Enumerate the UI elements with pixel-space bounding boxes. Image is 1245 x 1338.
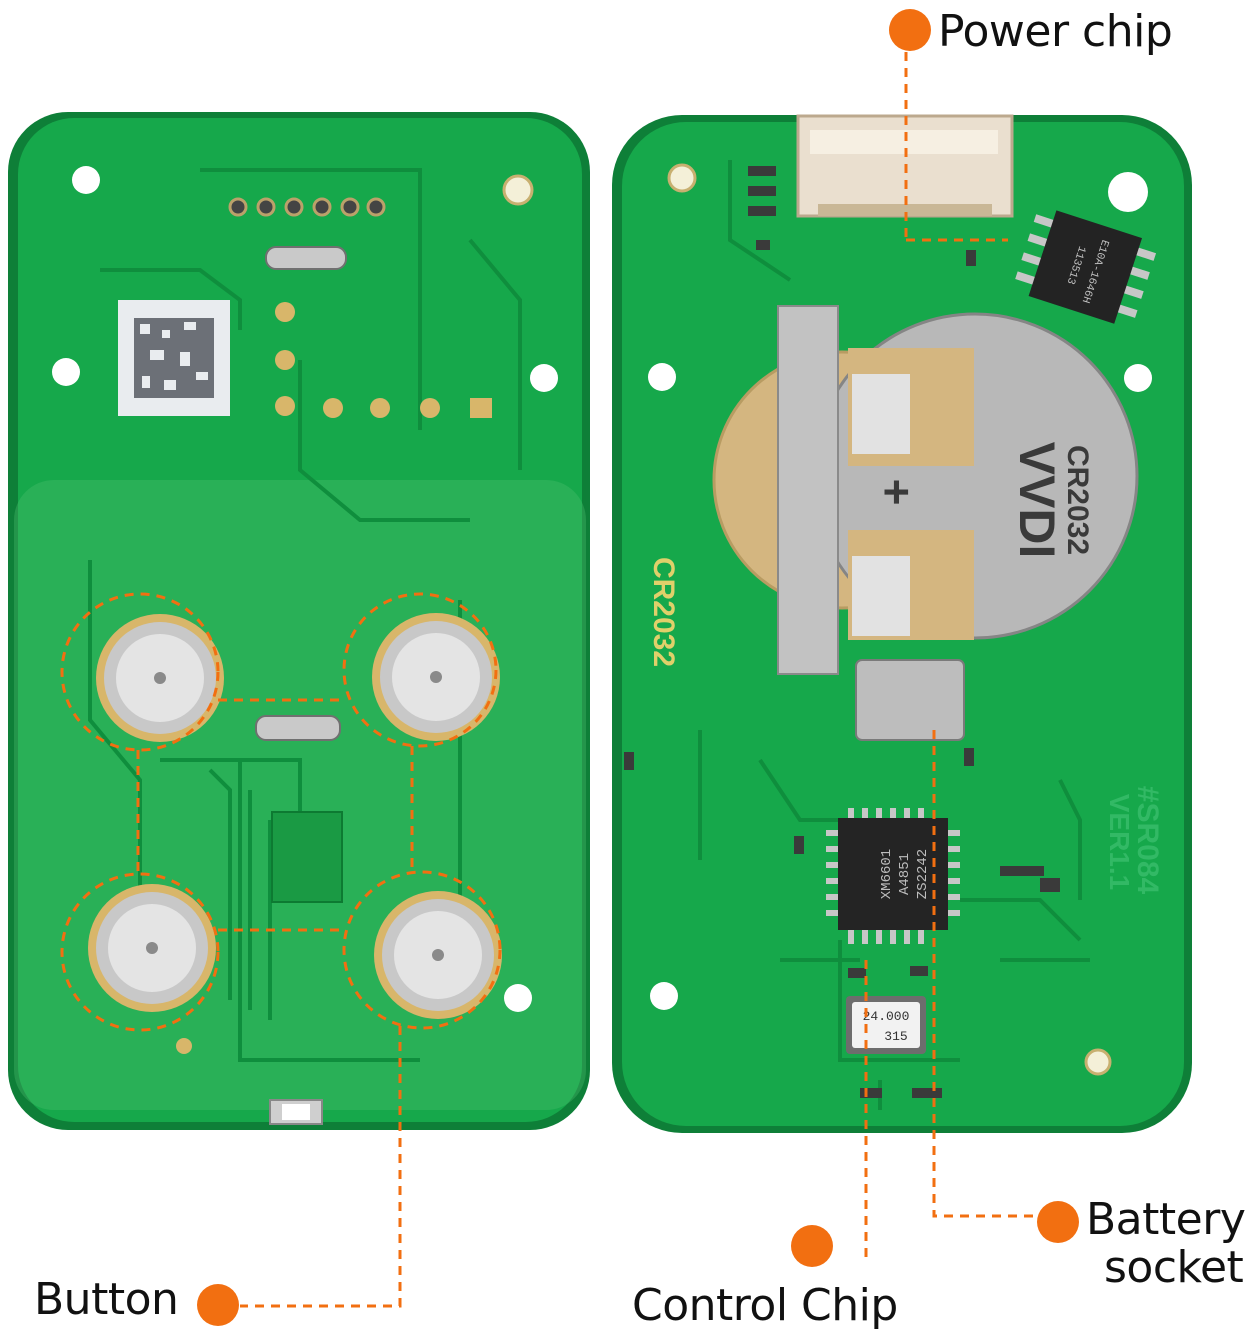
battery-socket-marker <box>1037 1201 1079 1243</box>
holder-plus-mark: + <box>871 479 923 506</box>
crystal-marking: 315 <box>884 1029 907 1044</box>
power-chip-marker <box>889 9 931 51</box>
crystal-marking: 24.000 <box>863 1009 910 1024</box>
mcu-marking: A4851 <box>897 853 913 895</box>
header-pins <box>228 197 386 217</box>
mcu-marking: XM6601 <box>879 849 895 899</box>
button-dome <box>372 613 500 741</box>
button-dome <box>374 891 502 1019</box>
power-chip-label: Power chip <box>938 6 1173 57</box>
holder-model: CR2032 <box>1061 445 1094 555</box>
button-dome <box>88 884 216 1012</box>
board-id: #SR084 <box>1131 786 1164 895</box>
button-dome <box>96 614 224 742</box>
left-board <box>8 112 590 1130</box>
right-board: E10A-1646H 113513 + VVDI CR2032 CR2032 #… <box>612 114 1192 1133</box>
control-chip-marker <box>791 1225 833 1267</box>
leader-lines <box>240 52 1040 1308</box>
mcu-marking: ZS2242 <box>915 849 931 899</box>
battery-socket-label: socket <box>1104 1242 1244 1293</box>
button-label: Button <box>34 1274 179 1325</box>
battery-silk-label: CR2032 <box>647 557 680 667</box>
battery-socket-label: Battery <box>1086 1194 1245 1245</box>
control-chip-label: Control Chip <box>632 1280 898 1331</box>
holder-brand: VVDI <box>1009 442 1065 559</box>
board-version: VER1.1 <box>1104 794 1135 891</box>
button-marker <box>197 1284 239 1326</box>
